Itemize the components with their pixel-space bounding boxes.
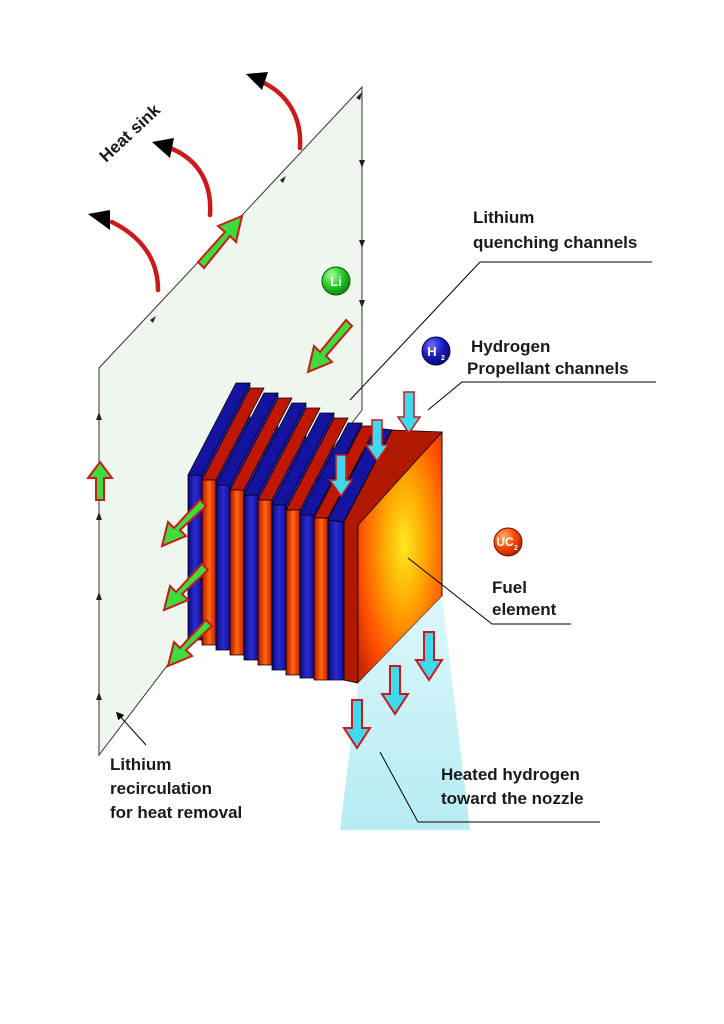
- heated-hydrogen-label-line2: toward the nozzle: [441, 789, 584, 808]
- hydrogen-label-line2: Propellant channels: [467, 359, 629, 378]
- recirculation-label-line3: for heat removal: [110, 803, 242, 822]
- heat-arrow-heads: [88, 72, 268, 230]
- fuel-element-label-line1: Fuel: [492, 578, 527, 597]
- recirculation-label-line2: recirculation: [110, 779, 212, 798]
- loop-direction-ticks: [96, 92, 365, 700]
- hydrogen-outlet-arrows: [342, 631, 444, 750]
- lithium-quenching-label-line2: quenching channels: [473, 233, 637, 252]
- heat-arrows: [109, 79, 303, 293]
- hydrogen-badge-text: H: [427, 344, 436, 359]
- lithium-flow-arrows: [86, 214, 354, 668]
- heat-sink-label: Heat sink: [96, 100, 165, 166]
- heated-hydrogen-label-line1: Heated hydrogen: [441, 765, 580, 784]
- hydrogen-badge: H 2: [421, 336, 451, 366]
- heated-hydrogen-stream: [340, 596, 470, 830]
- lithium-badge-text: Li: [330, 274, 342, 289]
- uranium-carbide-badge-subscript: 2: [514, 545, 518, 552]
- uranium-carbide-badge-text: UC: [496, 535, 514, 549]
- lithium-badge: Li: [321, 266, 351, 296]
- hydrogen-badge-subscript: 2: [441, 355, 445, 362]
- hydrogen-inlet-arrows: [328, 391, 422, 498]
- uranium-carbide-badge: UC 2: [493, 527, 523, 557]
- fuel-element-label-line2: element: [492, 600, 557, 619]
- hydrogen-label-line1: Hydrogen: [471, 337, 550, 356]
- recirculation-label-line1: Lithium: [110, 755, 171, 774]
- leader-lines: [115, 261, 656, 823]
- lithium-quenching-label-line1: Lithium: [473, 208, 534, 227]
